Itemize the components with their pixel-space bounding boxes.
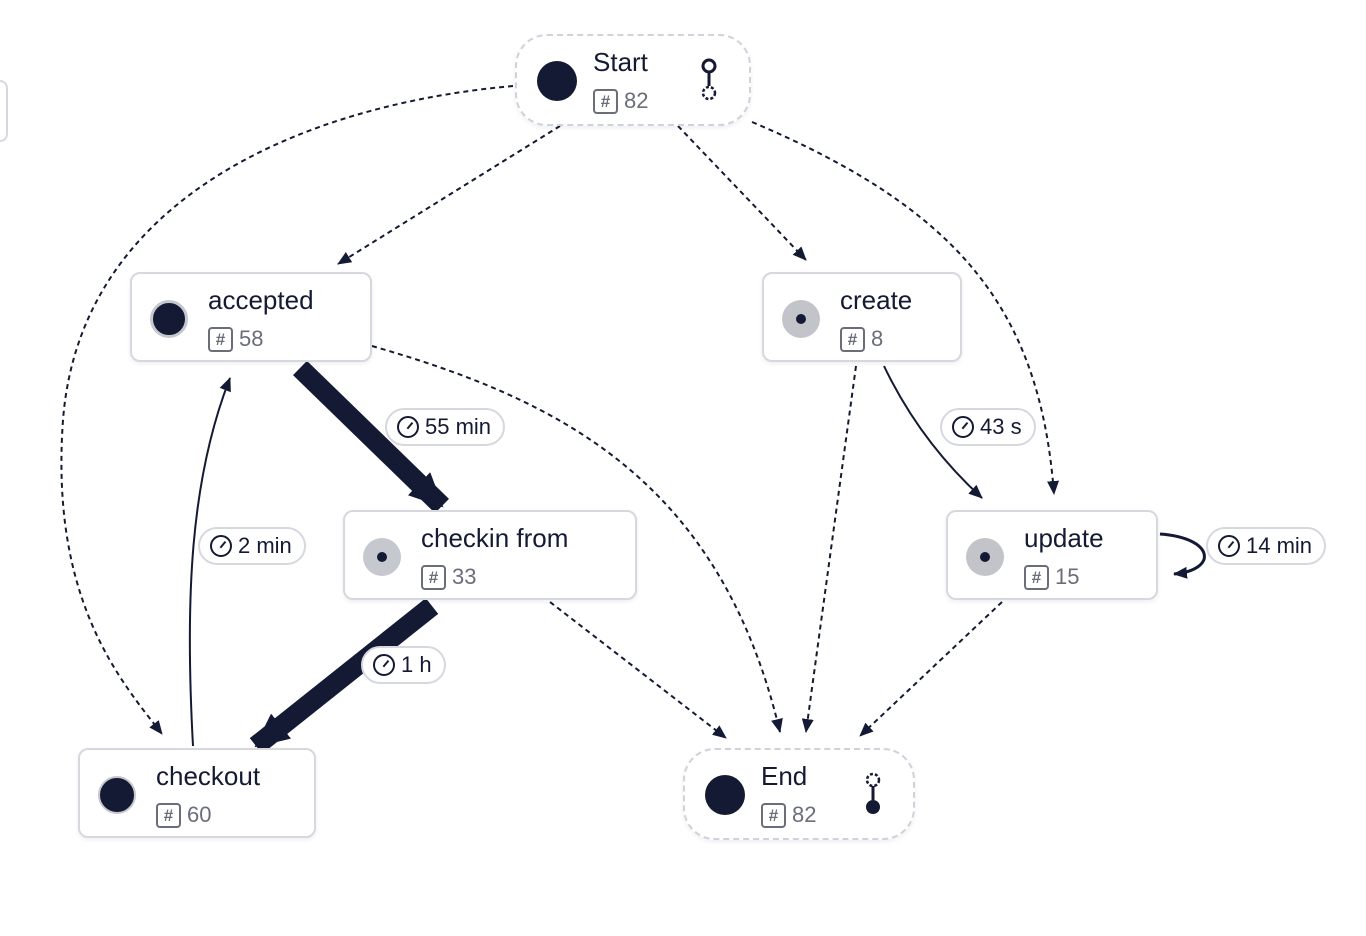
- node-label: checkout: [156, 761, 261, 791]
- count-value: 33: [452, 564, 477, 589]
- edge-duration-label[interactable]: 14 min: [1206, 527, 1327, 565]
- node-count: # 33: [421, 564, 476, 590]
- edge-accepted-checkin: [293, 360, 449, 514]
- hash-icon: #: [840, 326, 865, 352]
- activity-frequency-indicator: [363, 538, 401, 576]
- timer-icon: [397, 416, 419, 438]
- count-value: 8: [871, 326, 884, 351]
- hash-icon: #: [208, 326, 233, 352]
- node-count: # 8: [840, 326, 883, 352]
- count-value: 15: [1055, 564, 1080, 589]
- node-start[interactable]: Start # 82: [515, 34, 751, 126]
- node-checkout[interactable]: checkout # 60: [78, 748, 316, 838]
- edge-duration-label[interactable]: 43 s: [940, 408, 1036, 446]
- timer-icon: [952, 416, 974, 438]
- duration-text: 43 s: [980, 414, 1022, 439]
- edge-duration-label[interactable]: 2 min: [198, 527, 306, 565]
- node-label: accepted: [208, 285, 314, 315]
- process-end-icon: [865, 772, 881, 814]
- count-value: 60: [187, 802, 212, 827]
- node-count: # 60: [156, 802, 211, 828]
- edge-checkin-end: [549, 601, 727, 739]
- hash-icon: #: [421, 564, 446, 590]
- node-count: # 15: [1024, 564, 1079, 590]
- activity-frequency-indicator: [150, 300, 188, 338]
- edge-start-checkout: [60, 85, 514, 735]
- edge-start-accepted: [337, 125, 561, 265]
- edge-start-create: [677, 125, 807, 261]
- node-update[interactable]: update # 15: [946, 510, 1158, 600]
- node-label: Start: [593, 47, 648, 77]
- hash-icon: #: [156, 802, 181, 828]
- edge-checkin-checkout: [249, 598, 439, 754]
- edge-create-update: [883, 365, 983, 499]
- timer-icon: [1218, 535, 1240, 557]
- edge-duration-label[interactable]: 1 h: [361, 646, 446, 684]
- duration-text: 2 min: [238, 533, 292, 558]
- count-value: 82: [624, 88, 649, 113]
- end-node-dot: [705, 775, 745, 815]
- hash-icon: #: [1024, 564, 1049, 590]
- node-label: checkin from: [421, 523, 569, 553]
- node-label: End: [761, 761, 808, 791]
- count-value: 82: [792, 802, 817, 827]
- edge-update-self-loop: [1159, 532, 1206, 579]
- node-label: create: [840, 285, 913, 315]
- timer-icon: [373, 654, 395, 676]
- duration-text: 55 min: [425, 414, 492, 439]
- node-checkin-from[interactable]: checkin from # 33: [343, 510, 637, 600]
- edge-accepted-end: [371, 345, 783, 733]
- node-create[interactable]: create # 8: [762, 272, 962, 362]
- duration-text: 1 h: [401, 652, 432, 677]
- node-count: # 82: [593, 88, 648, 114]
- node-label: update: [1024, 523, 1104, 553]
- duration-text: 14 min: [1246, 533, 1313, 558]
- activity-frequency-indicator: [98, 776, 136, 814]
- start-node-dot: [537, 61, 577, 101]
- edge-update-end: [859, 601, 1003, 737]
- hash-icon: #: [593, 88, 618, 114]
- node-end[interactable]: End # 82: [683, 748, 915, 840]
- hash-icon: #: [761, 802, 786, 828]
- edge-start-update: [751, 121, 1059, 495]
- count-value: 58: [239, 326, 264, 351]
- edge-duration-label[interactable]: 55 min: [385, 408, 506, 446]
- activity-frequency-indicator: [782, 300, 820, 338]
- edge-create-end: [801, 365, 857, 733]
- process-start-icon: [701, 58, 717, 101]
- node-count: # 82: [761, 802, 816, 828]
- node-count: # 58: [208, 326, 263, 352]
- timer-icon: [210, 535, 232, 557]
- edge-checkout-accepted: [188, 377, 231, 747]
- node-accepted[interactable]: accepted # 58: [130, 272, 372, 362]
- activity-frequency-indicator: [966, 538, 1004, 576]
